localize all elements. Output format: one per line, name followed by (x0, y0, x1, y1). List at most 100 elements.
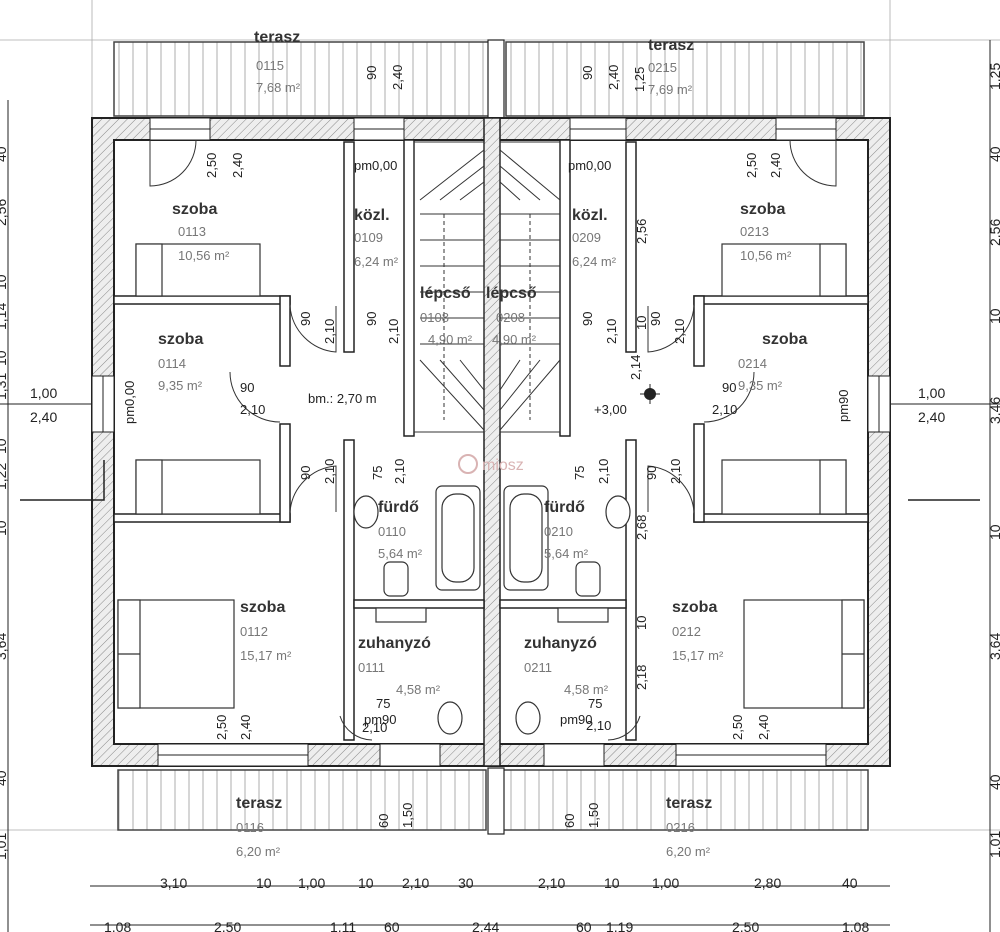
side-door-height-label: 2,40 (30, 409, 57, 425)
dim-value: 2,10 (402, 875, 429, 891)
door-height-label: 2,10 (586, 718, 611, 733)
ceiling-height-label: bm.: 2,70 m (308, 391, 377, 406)
door-height-label: 2,10 (392, 459, 407, 484)
room-id: 0108 (420, 310, 449, 325)
pm-label: pm90 (836, 389, 851, 422)
room-area: 10,56 m² (740, 248, 792, 263)
balcony-height-label: 2,50 (204, 153, 219, 178)
watermark: miosz (458, 454, 524, 474)
door-width-label: 90 (644, 466, 659, 480)
room-id: 0212 (672, 624, 701, 639)
window-height-label: 2,40 (768, 153, 783, 178)
dim-inner-right: 2,56 10 2,68 10 2,18 (634, 219, 649, 690)
pm-label: pm0,00 (354, 158, 397, 173)
room-name: szoba (762, 331, 807, 348)
room-name: lépcső (420, 285, 471, 302)
room-area: 6,24 m² (354, 254, 399, 269)
door-height-label: 2,10 (668, 459, 683, 484)
room-name: szoba (740, 201, 785, 218)
dim-value: 2,80 (754, 875, 781, 891)
door-width-label: 90 (580, 312, 595, 326)
dim-value: 10 (634, 316, 649, 330)
side-door-width-label: 1,00 (30, 385, 57, 401)
dim-value: 10 (0, 350, 9, 366)
room-area: 6,20 m² (666, 844, 711, 859)
windows (91, 117, 891, 767)
room-id: 0208 (496, 310, 525, 325)
room-id: 0112 (240, 624, 268, 639)
door-small-label: 75 (376, 696, 390, 711)
door-swings (149, 139, 837, 741)
room-area: 6,20 m² (236, 844, 281, 859)
balcony-height-label: 2,50 (214, 715, 229, 740)
room-id: 0116 (236, 820, 264, 835)
dim-value: 2,56 (634, 219, 649, 244)
room-area: 15,17 m² (672, 648, 724, 663)
dim-value: 3,10 (160, 875, 187, 891)
room-name: fürdő (544, 499, 585, 516)
dim-value: 2,50 (732, 919, 759, 932)
dimension-chains (90, 885, 890, 926)
room-id: 0215 (648, 60, 677, 75)
room-name: zuhanyzó (358, 635, 431, 652)
dim-right-side: 1,25 40 2,56 10 3,46 10 3,64 40 1,01 (987, 40, 1000, 932)
dim-chain-1: 3,10 10 1,00 10 2,10 30 2,10 10 1,00 2,8… (160, 875, 858, 891)
door-small-label: 75 (370, 466, 385, 480)
door-width-label: 90 (364, 312, 379, 326)
door-width-label: 90 (298, 312, 313, 326)
dim-value: 40 (0, 146, 9, 162)
room-id: 0209 (572, 230, 601, 245)
window-height-label: 2,40 (230, 153, 245, 178)
door-height-label: 2,10 (386, 319, 401, 344)
dim-value: 40 (842, 875, 858, 891)
dim-value: 10 (634, 616, 649, 630)
level-small-label: 2,14 (628, 355, 643, 380)
dim-value: 1,25 (987, 63, 1000, 90)
dim-value: 1,08 (104, 919, 131, 932)
room-id: 0114 (158, 356, 186, 371)
window-height-label: 2,40 (606, 65, 621, 90)
room-name: terasz (254, 29, 300, 46)
door-height-label: 2,10 (322, 459, 337, 484)
dim-value: 2,18 (634, 665, 649, 690)
balcony-height-label: 2,50 (744, 153, 759, 178)
dim-value: 10 (0, 274, 9, 290)
dim-value: 10 (358, 875, 374, 891)
stairs (413, 141, 561, 433)
room-area: 5,64 m² (378, 546, 423, 561)
dim-value: 10 (0, 438, 9, 454)
dim-value: 1,01 (987, 831, 1000, 858)
window-height-label: 2,40 (390, 65, 405, 90)
room-area: 7,68 m² (256, 80, 301, 95)
level-label: +3,00 (594, 402, 627, 417)
room-name: szoba (240, 599, 285, 616)
dim-value: 1,22 (0, 463, 9, 490)
sill-label: 60 (562, 814, 577, 828)
room-id: 0211 (524, 660, 552, 675)
side-door-height-label: 2,40 (918, 409, 945, 425)
door-width-label: 90 (240, 380, 254, 395)
window-height-label: 2,40 (756, 715, 771, 740)
room-area: 4,90 m² (428, 332, 473, 347)
door-height-label: 2,10 (672, 319, 687, 344)
dim-value: 2,56 (987, 219, 1000, 246)
annotations: pm0,00 pm0,00 pm0,00 pm90 pm90 pm90 bm.:… (122, 158, 851, 727)
dim-value: 1,08 (842, 919, 869, 932)
door-height-label: 2,10 (362, 720, 387, 735)
door-small-label: 75 (572, 466, 587, 480)
door-height-label: 2,10 (240, 402, 265, 417)
dim-value: 3,46 (987, 397, 1000, 424)
opening-labels: 90 2,40 90 2,40 1,25 2,50 2,40 2,50 2,40… (204, 65, 783, 828)
room-name: szoba (172, 201, 217, 218)
room-name: közl. (354, 207, 390, 224)
room-id: 0110 (378, 524, 406, 539)
room-name: közl. (572, 207, 608, 224)
dim-value: 30 (458, 875, 474, 891)
door-height-label: 2,10 (604, 319, 619, 344)
watermark-text: miosz (482, 457, 524, 474)
room-id: 0111 (358, 660, 385, 675)
door-width-label: 90 (722, 380, 736, 395)
side-window-markers: 1,00 2,40 1,00 2,40 (0, 385, 1000, 501)
dim-value: 1,00 (652, 875, 679, 891)
